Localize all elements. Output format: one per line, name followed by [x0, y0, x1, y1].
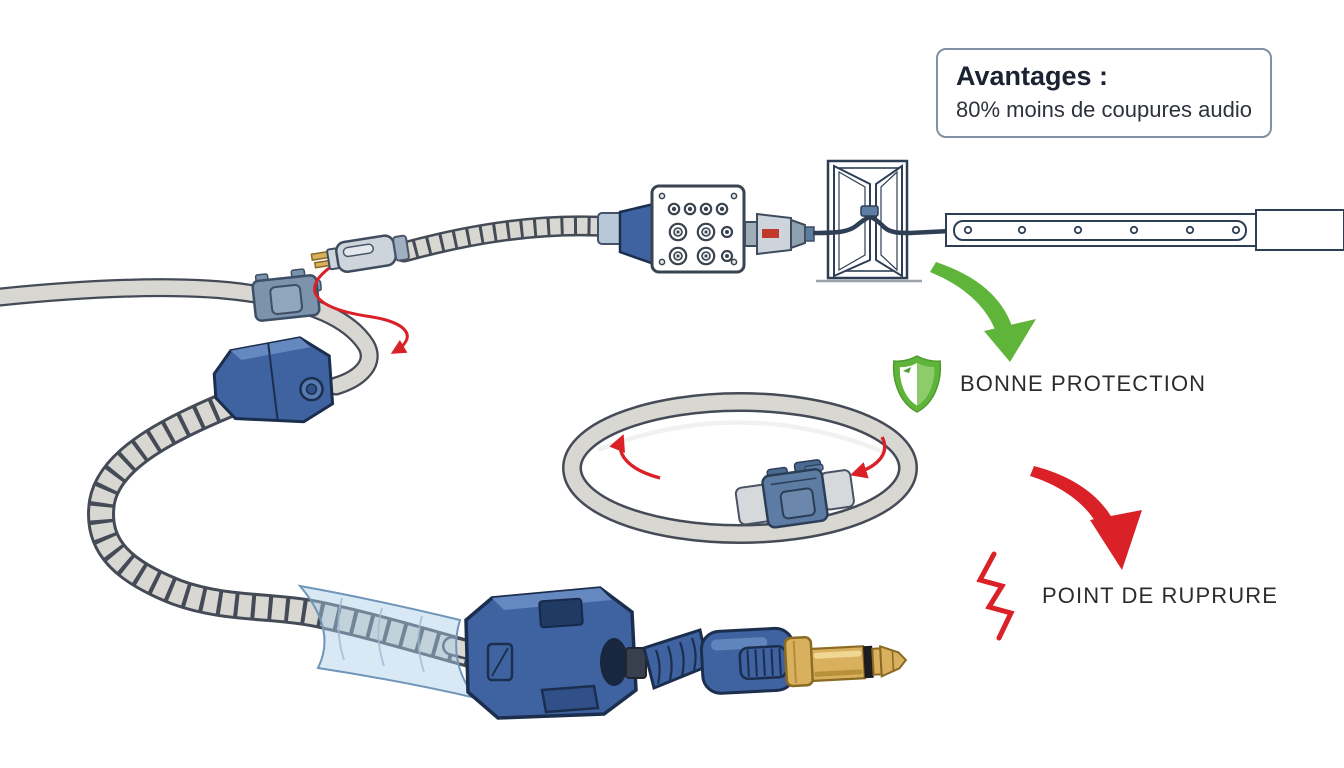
ferrite-block — [464, 586, 638, 720]
cable-clip — [251, 268, 322, 322]
patch-panel — [597, 184, 746, 274]
break-point-text: POINT DE RUPRURE — [1042, 583, 1278, 608]
red-curved-arrow-icon — [1030, 466, 1142, 570]
jack-plug — [625, 626, 908, 695]
good-protection-label: BONNE PROTECTION — [890, 354, 1206, 414]
connector-red-window — [762, 229, 779, 238]
advantages-subtitle: 80% moins de coupures audio — [956, 96, 1252, 122]
protective-sleeve — [297, 584, 479, 700]
inline-connector — [212, 336, 335, 424]
top-flex-cable — [393, 215, 625, 263]
cable-loop — [562, 392, 918, 544]
gold-jack-tip — [783, 636, 908, 688]
plug-handle — [699, 626, 797, 695]
advantages-title: Avantages : — [956, 61, 1109, 91]
advantages-box: Avantages : 80% moins de coupures audio — [936, 48, 1272, 139]
mini-jack-plug — [310, 234, 410, 273]
green-curved-arrow-icon — [930, 262, 1036, 362]
door — [816, 159, 922, 283]
shield-check-icon — [892, 355, 942, 413]
loop-rotation-arrow-icons — [609, 434, 887, 480]
door-wire-clip — [860, 205, 879, 217]
good-protection-text: BONNE PROTECTION — [960, 371, 1207, 396]
break-point-label: POINT DE RUPRURE — [972, 550, 1278, 642]
red-guide-arrow-icon — [313, 264, 409, 354]
break-point-zigzag-icon — [976, 551, 1015, 641]
panel-output-connector — [744, 212, 815, 256]
navy-wire — [812, 205, 951, 236]
loop-coupler — [734, 459, 855, 529]
cable-raceway — [945, 209, 1344, 251]
strain-relief — [642, 628, 710, 691]
